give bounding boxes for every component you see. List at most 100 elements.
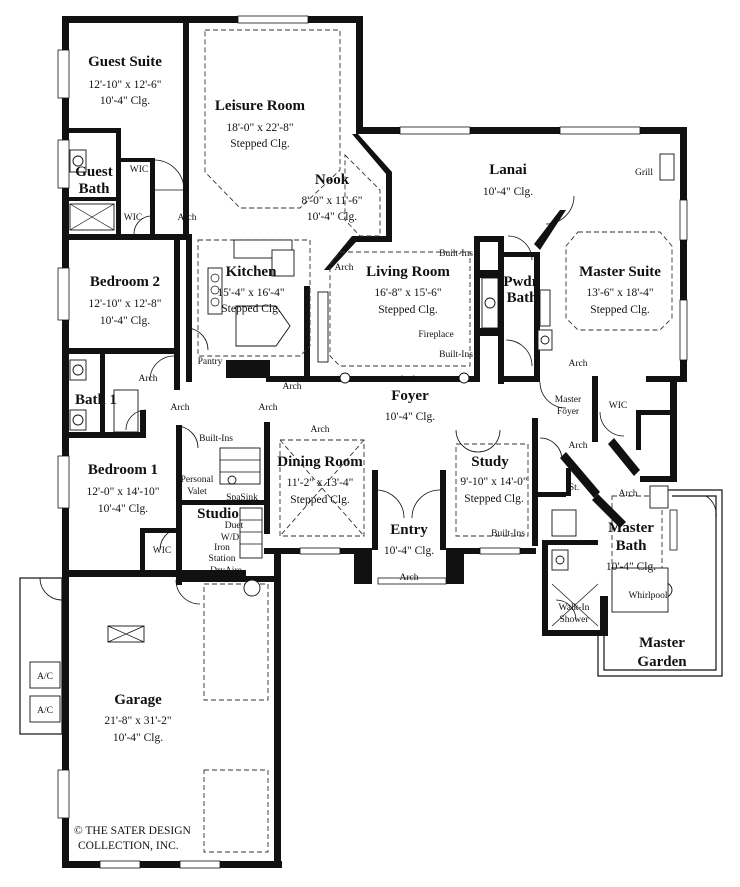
room-lanai: Lanai 10'-4" Clg. bbox=[483, 162, 533, 198]
entry-name: Entry bbox=[390, 522, 428, 538]
kitchen-size: 15'-4" x 16'-4" bbox=[217, 287, 284, 299]
room-dining: Dining Room 11'-2" x 13'-4" Stepped Clg. bbox=[277, 454, 363, 506]
master-suite-ceiling: Stepped Clg. bbox=[590, 304, 650, 316]
fireplace-label: Fireplace bbox=[418, 330, 453, 340]
ceiling-outlines bbox=[197, 29, 673, 853]
room-nook: Nook 8'-0" x 11'-6" 10'-4" Clg. bbox=[301, 172, 362, 223]
guest-bath-name-2: Bath bbox=[79, 181, 111, 197]
master-garden-name-2: Garden bbox=[637, 654, 687, 670]
leisure-room-ceiling: Stepped Clg. bbox=[230, 138, 290, 150]
bedroom1-name: Bedroom 1 bbox=[88, 462, 158, 478]
nook-size: 8'-0" x 11'-6" bbox=[301, 195, 362, 207]
nook-ceiling: 10'-4" Clg. bbox=[307, 211, 357, 223]
study-name: Study bbox=[471, 454, 509, 470]
copyright-line-2: COLLECTION, INC. bbox=[78, 840, 179, 852]
duet-wd-label-1: Duet bbox=[225, 521, 244, 531]
arch-label-dining: Arch bbox=[311, 425, 330, 435]
guest-suite-size: 12'-10" x 12'-6" bbox=[89, 79, 162, 91]
wic-label-guest: WIC bbox=[130, 165, 148, 175]
pwdr-bath-name-1: Pwdr. bbox=[503, 274, 541, 290]
leisure-room-name: Leisure Room bbox=[215, 98, 306, 114]
arch-label-entry: Arch bbox=[400, 573, 419, 583]
dining-room-ceiling: Stepped Clg. bbox=[290, 494, 350, 506]
living-room-ceiling: Stepped Clg. bbox=[378, 304, 438, 316]
iron-station-label-1: Iron bbox=[214, 543, 230, 553]
arch-label-master-suite: Arch bbox=[569, 359, 588, 369]
arch-label-dining-north: Arch bbox=[259, 403, 278, 413]
pwdr-bath-name-2: Bath bbox=[507, 290, 539, 306]
built-ins-top-label: Built-Ins bbox=[439, 249, 473, 259]
built-ins-study-label: Built-Ins bbox=[491, 529, 525, 539]
whirlpool-label: Whirlpool bbox=[628, 591, 667, 601]
arch-label-hall: Arch bbox=[171, 403, 190, 413]
fixtures bbox=[69, 149, 675, 643]
built-ins-bottom-label: Built-Ins bbox=[439, 350, 473, 360]
study-size: 9'-10" x 14'-0" bbox=[460, 476, 527, 488]
arch-label-guest: Arch bbox=[178, 213, 197, 223]
room-living: Living Room 16'-8" x 15'-6" Stepped Clg. bbox=[366, 264, 450, 316]
room-foyer: Foyer 10'-4" Clg. bbox=[385, 388, 435, 423]
bedroom1-size: 12'-0" x 14'-10" bbox=[87, 486, 160, 498]
arch-label-living: Arch bbox=[399, 375, 418, 385]
ac-label-2: A/C bbox=[37, 706, 53, 716]
guest-suite-ceiling: 10'-4" Clg. bbox=[100, 95, 150, 107]
study-ceiling: Stepped Clg. bbox=[464, 493, 524, 505]
arch-label-master-bath: Arch bbox=[569, 441, 588, 451]
bedroom1-ceiling: 10'-4" Clg. bbox=[98, 503, 148, 515]
wic-label-master: WIC bbox=[609, 401, 627, 411]
lanai-name: Lanai bbox=[489, 162, 527, 178]
interior-walls bbox=[66, 16, 672, 636]
copyright-line-1: © THE SATER DESIGN bbox=[74, 825, 192, 837]
spa-sink-label: SpaSink bbox=[226, 493, 258, 503]
room-master-garden: Master Garden bbox=[637, 635, 687, 670]
garage-name: Garage bbox=[114, 692, 162, 708]
foyer-ceiling: 10'-4" Clg. bbox=[385, 411, 435, 423]
room-guest-suite: Guest Suite 12'-10" x 12'-6" 10'-4" Clg. bbox=[88, 54, 162, 107]
st-label: St. bbox=[569, 483, 579, 493]
room-kitchen: Kitchen 15'-4" x 16'-4" Stepped Clg. bbox=[217, 264, 284, 315]
ac-label-1: A/C bbox=[37, 672, 53, 682]
bath1-name: Bath 1 bbox=[75, 392, 117, 408]
room-pwdr-bath: Pwdr. Bath bbox=[503, 274, 541, 306]
room-bedroom1: Bedroom 1 12'-0" x 14'-10" 10'-4" Clg. bbox=[87, 462, 160, 515]
master-foyer-label-1: Master bbox=[555, 395, 582, 405]
windows bbox=[57, 15, 688, 869]
doors bbox=[125, 159, 640, 621]
bedroom2-name: Bedroom 2 bbox=[90, 274, 160, 290]
nook-name: Nook bbox=[315, 172, 350, 188]
room-studio: Studio bbox=[197, 506, 239, 522]
copyright: © THE SATER DESIGN COLLECTION, INC. bbox=[74, 825, 192, 852]
master-bath-name-2: Bath bbox=[616, 538, 648, 554]
pantry-label: Pantry bbox=[198, 357, 223, 367]
studio-name: Studio bbox=[197, 506, 239, 522]
master-garden-wall bbox=[597, 489, 723, 677]
room-leisure: Leisure Room 18'-0" x 22'-8" Stepped Clg… bbox=[215, 98, 306, 150]
room-bath1: Bath 1 bbox=[75, 392, 117, 408]
ac-pad bbox=[19, 577, 63, 735]
arch-label-master-hall: Arch bbox=[619, 489, 638, 499]
kitchen-ceiling: Stepped Clg. bbox=[221, 303, 281, 315]
grill-label: Grill bbox=[635, 168, 653, 178]
foyer-name: Foyer bbox=[391, 388, 429, 404]
room-master-bath: Master Bath 10'-4" Clg. bbox=[606, 520, 656, 573]
leisure-room-size: 18'-0" x 22'-8" bbox=[226, 122, 293, 134]
master-garden-name-1: Master bbox=[639, 635, 685, 651]
arch-label-bath1: Arch bbox=[139, 374, 158, 384]
dry-aire-label: DryAire bbox=[210, 566, 242, 576]
master-suite-size: 13'-6" x 18'-4" bbox=[586, 287, 653, 299]
room-guest-bath: Guest Bath bbox=[75, 164, 113, 197]
garage-ceiling: 10'-4" Clg. bbox=[113, 732, 163, 744]
room-study: Study 9'-10" x 14'-0" Stepped Clg. bbox=[460, 454, 527, 505]
dining-room-size: 11'-2" x 13'-4" bbox=[287, 477, 354, 489]
guest-suite-name: Guest Suite bbox=[88, 54, 162, 70]
duet-wd-label-2: W/D bbox=[221, 533, 240, 543]
master-foyer-label-2: Foyer bbox=[557, 407, 580, 417]
lanai-ceiling: 10'-4" Clg. bbox=[483, 186, 533, 198]
living-room-size: 16'-8" x 15'-6" bbox=[374, 287, 441, 299]
master-suite-name: Master Suite bbox=[579, 264, 661, 280]
room-master-suite: Master Suite 13'-6" x 18'-4" Stepped Clg… bbox=[579, 264, 661, 316]
personal-valet-label-2: Valet bbox=[187, 487, 207, 497]
iron-station-label-2: Station bbox=[209, 554, 236, 564]
bedroom2-size: 12'-10" x 12'-8" bbox=[89, 298, 162, 310]
